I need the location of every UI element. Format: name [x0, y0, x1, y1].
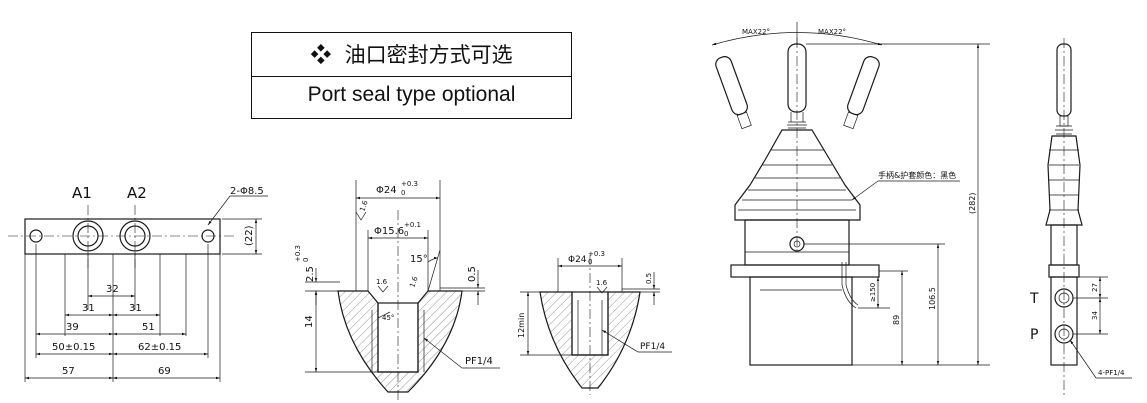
- dim-31-left: 31: [82, 303, 95, 314]
- dim-14: 14: [304, 315, 315, 328]
- dim-22: (22): [244, 225, 255, 246]
- dia24-2: Φ24: [568, 255, 587, 265]
- joystick-side-view: T P 27 34 4-PF1/4: [1029, 38, 1132, 395]
- dim-1065: 106.5: [928, 287, 937, 310]
- dim-50: 50±0.15: [52, 342, 95, 353]
- dim-89: 89: [892, 315, 901, 325]
- port-section-1: 45° Φ24 +0.3 0 1.6 Φ15.6 +0.1 0 15° 1.6 …: [294, 180, 500, 400]
- dim-57: 57: [62, 366, 75, 377]
- roughness-2: 1.6: [376, 278, 388, 286]
- joystick-front-view: MAX22° MAX22° 手柄&护套颜色：黑: [711, 22, 990, 366]
- dim-25: 2.5: [305, 266, 316, 282]
- port-seal-legend-box: ❖ 油口密封方式可选 Port seal type optional: [251, 32, 572, 119]
- dim-62: 62±0.15: [138, 342, 181, 353]
- dim-39: 39: [66, 322, 79, 333]
- dim-69: 69: [158, 366, 171, 377]
- port-a2-label: A2: [127, 184, 147, 202]
- thread-pf14-1: PF1/4: [465, 356, 493, 367]
- roughness-3: 1.6: [408, 275, 420, 289]
- max-angle-right: MAX22°: [818, 28, 846, 36]
- dim-31-right: 31: [129, 303, 142, 314]
- angle-15: 15°: [410, 254, 428, 265]
- svg-text:0: 0: [302, 258, 310, 262]
- hole-note: 2-Φ8.5: [230, 186, 264, 197]
- svg-text:+0.3: +0.3: [294, 245, 302, 262]
- mount-hole-right: [201, 229, 215, 243]
- port-a2-circle: [119, 220, 151, 252]
- rubber-boot: [734, 129, 861, 221]
- dim-34: 34: [1091, 311, 1099, 320]
- port-section-2: Φ24 +0.3 0 1.6 0.5 12min PF1/4: [517, 250, 672, 395]
- legend-divider: [252, 76, 571, 77]
- port-p-label: P: [1030, 327, 1038, 343]
- side-block: [1050, 276, 1078, 366]
- dim-51: 51: [142, 322, 155, 333]
- base-plate-outline: [24, 218, 221, 255]
- svg-text:0: 0: [404, 230, 408, 238]
- dim-12min: 12min: [517, 313, 526, 338]
- port-a1-label: A1: [72, 184, 92, 202]
- svg-text:+0.3: +0.3: [588, 250, 605, 258]
- thread-pf14-2: PF1/4: [640, 342, 665, 352]
- mount-flange: [730, 264, 880, 278]
- dim-05-2: 0.5: [645, 273, 653, 284]
- angle-45: 45°: [382, 314, 394, 322]
- max-angle-left: MAX22°: [742, 28, 770, 36]
- legend-title-en: Port seal type optional: [307, 83, 516, 106]
- port-note: 4-PF1/4: [1098, 369, 1125, 377]
- dim-05-1: 0.5: [467, 266, 478, 282]
- color-note: 手柄&护套颜色：黑色: [878, 170, 956, 180]
- svg-text:0: 0: [401, 189, 405, 197]
- svg-text:+0.3: +0.3: [401, 180, 418, 188]
- svg-text:+0.1: +0.1: [404, 221, 421, 229]
- roughness-4: 1.6: [596, 279, 608, 287]
- port-a1-circle: [72, 220, 104, 252]
- roughness-1: 1.6: [358, 199, 370, 213]
- port-t-label: T: [1029, 291, 1039, 307]
- dim-150: ≥150: [869, 283, 877, 302]
- dia24-1: Φ24: [376, 185, 397, 196]
- legend-title-cn: ❖ 油口密封方式可选: [310, 43, 513, 67]
- dim-32: 32: [106, 284, 119, 295]
- mount-hole-left: [29, 229, 43, 243]
- svg-text:0: 0: [588, 258, 592, 266]
- diamond-bullet-icon: ❖: [310, 43, 332, 67]
- dim-27: 27: [1091, 283, 1099, 292]
- dia156: Φ15.6: [374, 226, 404, 237]
- dim-282: (282): [968, 192, 977, 214]
- valve-block: [749, 276, 853, 366]
- base-plate-view: A1 A2 2-Φ8.5 (22): [8, 184, 268, 382]
